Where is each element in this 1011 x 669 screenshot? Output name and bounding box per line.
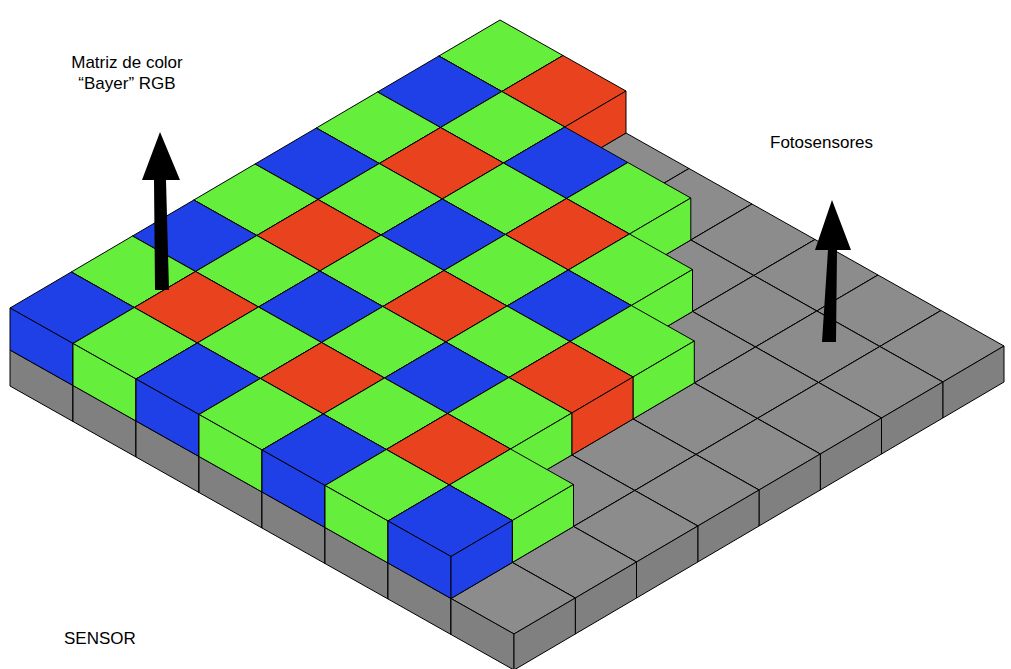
color-filter-side: [199, 415, 262, 493]
color-filter-side: [572, 377, 633, 455]
photosensor-side: [882, 382, 943, 454]
color-filter-side: [262, 450, 325, 528]
color-filter-side: [325, 486, 388, 564]
sensor-label: SENSOR: [64, 628, 136, 649]
color-filter-side: [388, 521, 451, 599]
photosensor-side: [514, 598, 575, 669]
photosensor-side: [759, 454, 820, 526]
color-filter-side: [10, 308, 73, 386]
color-filter-side: [136, 379, 199, 457]
photosensor-label: Fotosensores: [770, 132, 873, 153]
filter-array-label: Matriz de color “Bayer” RGB: [52, 52, 202, 94]
photosensor-grid: [10, 62, 1004, 669]
color-filter-side: [512, 485, 573, 563]
sensor-arrow: [815, 200, 851, 342]
filter-arrow: [142, 132, 180, 290]
photosensor-side: [698, 490, 759, 562]
color-filter-side: [633, 341, 694, 419]
photosensor-side: [451, 599, 514, 669]
photosensor-side: [637, 526, 698, 598]
photosensor-side: [943, 346, 1004, 418]
color-filter-side: [73, 344, 136, 422]
photosensor-side: [820, 418, 881, 490]
bayer-filter-array: [10, 20, 694, 599]
photosensor-side: [575, 562, 636, 634]
color-filter-side: [451, 521, 512, 599]
pointer-arrows: [142, 132, 851, 342]
